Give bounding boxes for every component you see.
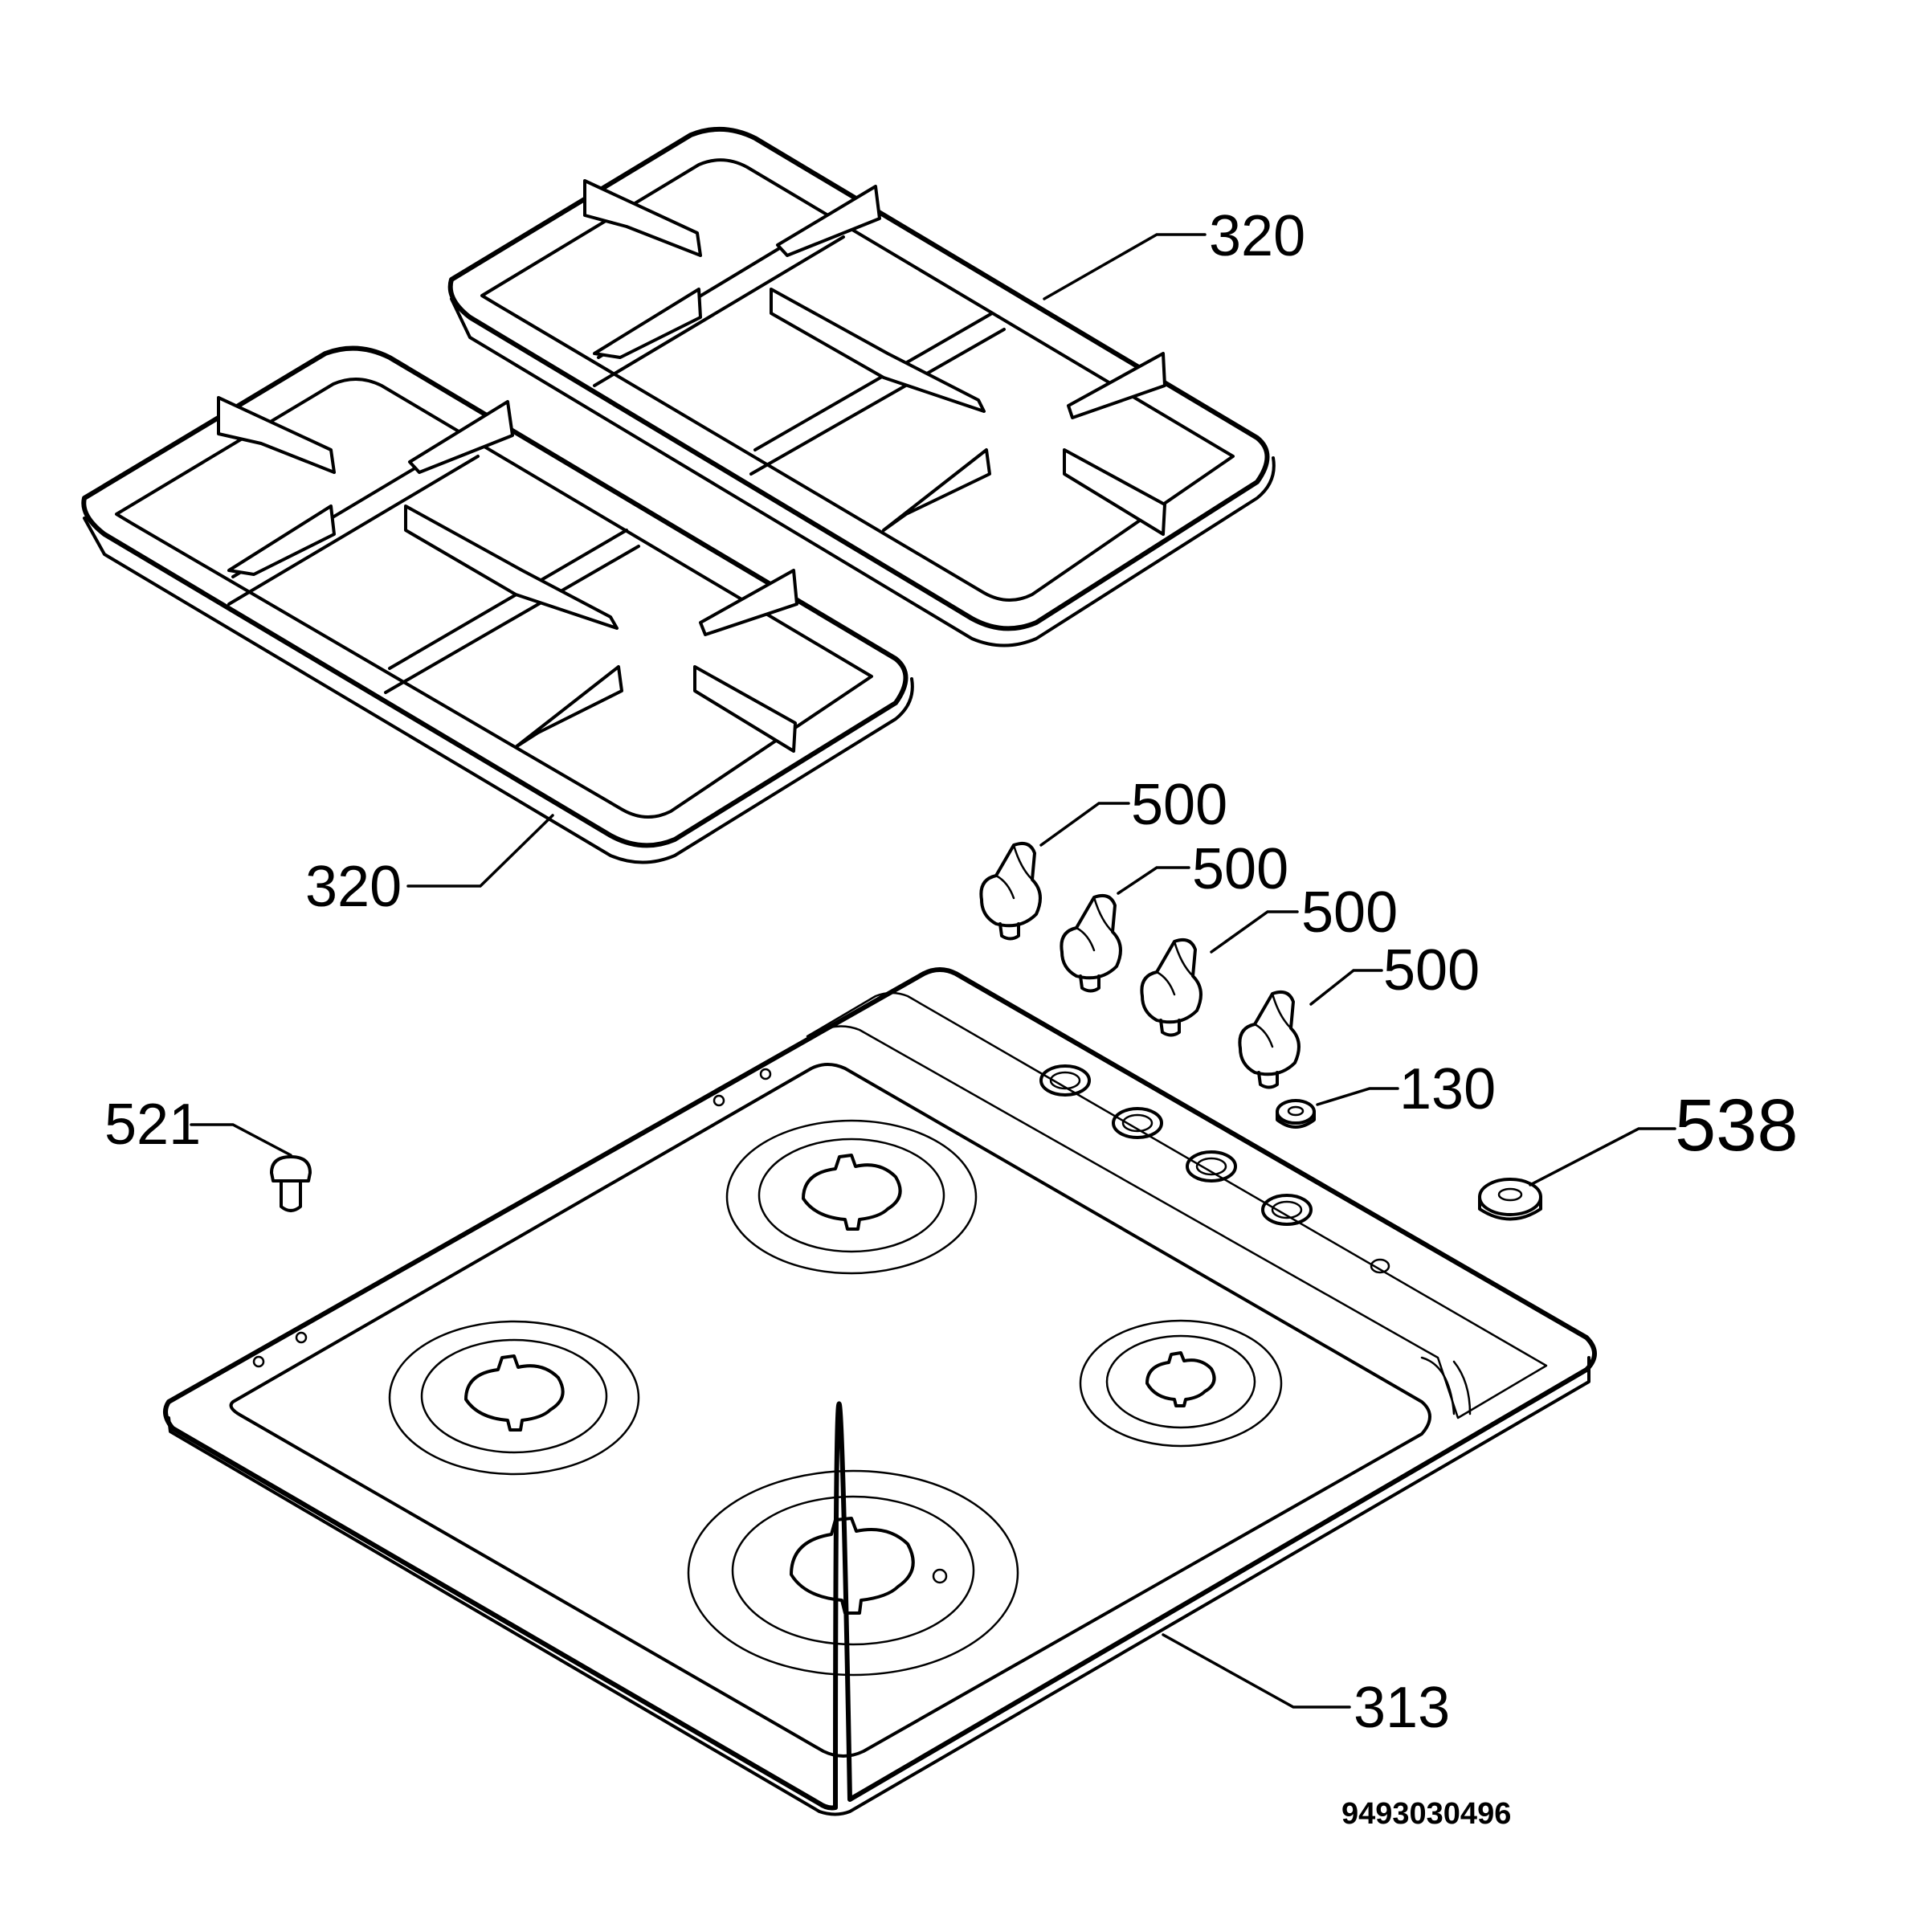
grate-upper-outer-frame — [447, 126, 1270, 631]
grate-lower-divider — [384, 529, 640, 694]
grate-upper-divider — [749, 312, 1006, 476]
burner-cutout — [790, 1517, 915, 1615]
grate-upper-frame-edge — [450, 297, 1276, 647]
control-hole-inner — [1195, 1157, 1227, 1176]
control-knob-1 — [979, 842, 1042, 941]
drawing-number: 9493030496 — [1341, 1797, 1511, 1831]
callout-labels: 320 320 500 500 500 500 130 538 521 313 … — [104, 204, 1799, 1831]
burner-front-left — [388, 1320, 640, 1476]
leader-knob-2 — [1117, 866, 1190, 895]
control-knob-2 — [1060, 894, 1122, 993]
ignition-hole — [1370, 1258, 1390, 1274]
hob-top-lower-lip — [167, 1356, 1590, 1816]
leader-knob-1 — [1039, 802, 1130, 847]
leader-screw — [190, 1123, 292, 1157]
hob-top-inner-border — [229, 1063, 1431, 1758]
burner-rear-left — [725, 1119, 978, 1275]
burner-cutout — [1145, 1351, 1216, 1407]
callout-knob-1: 500 — [1131, 773, 1227, 837]
callout-grate-upper: 320 — [1209, 204, 1305, 268]
control-knob-4 — [1238, 991, 1301, 1089]
screw — [270, 1155, 312, 1212]
grate-lower-inner-rail — [115, 377, 873, 819]
leader-knob-3 — [1210, 910, 1299, 954]
leader-washer — [1316, 1087, 1399, 1106]
burner-cutout — [802, 1154, 902, 1231]
callout-knob-3: 500 — [1301, 880, 1398, 945]
hob-top-strip-fold — [1420, 1356, 1472, 1415]
grate-upper-finger — [593, 288, 702, 359]
grate-lower-finger — [227, 504, 336, 576]
fixing-hole — [295, 1331, 308, 1344]
grate-lower-finger — [404, 504, 619, 630]
callout-ignition-button: 538 — [1675, 1084, 1799, 1166]
leader-grate-upper — [1043, 233, 1207, 300]
callout-knob-2: 500 — [1192, 837, 1288, 901]
callout-grate-lower: 320 — [305, 855, 402, 919]
grate-lower-finger — [217, 396, 336, 474]
control-hole-inner — [1271, 1200, 1303, 1219]
grate-upper-finger — [770, 288, 986, 413]
grate-lower-outer-frame — [81, 345, 909, 848]
hob-top-control-holes — [1039, 1064, 1390, 1274]
grate-lower-finger — [693, 665, 797, 753]
callout-hob-top: 313 — [1354, 1676, 1450, 1740]
control-knob-3 — [1140, 938, 1203, 1037]
leader-grate-lower — [406, 814, 554, 888]
callout-screw: 521 — [104, 1093, 201, 1157]
callout-knob-4: 500 — [1383, 938, 1480, 1003]
pan-support-grate-lower — [81, 345, 914, 864]
burner-cutout — [464, 1354, 565, 1432]
leader-lines — [190, 233, 1676, 1709]
grate-lower-finger — [408, 400, 514, 474]
hob-top-fixing-holes — [252, 1068, 772, 1368]
grate-upper-inner-rail — [480, 158, 1235, 602]
grate-upper-finger — [882, 448, 991, 532]
grate-lower-finger — [514, 665, 623, 749]
fixing-hole — [252, 1355, 265, 1368]
ignition-button — [1478, 1178, 1542, 1221]
grate-upper-finger — [1067, 352, 1166, 419]
grate-lower-frame-edge — [83, 517, 914, 864]
grate-upper-finger — [583, 179, 702, 257]
washer — [1276, 1099, 1316, 1129]
control-hole-inner — [1049, 1071, 1081, 1090]
control-hole — [1261, 1194, 1313, 1226]
fixing-hole — [759, 1068, 772, 1080]
leader-ignition-button — [1529, 1127, 1676, 1187]
leader-knob-4 — [1309, 969, 1383, 1006]
leader-hob-top — [1162, 1633, 1351, 1709]
control-hole — [1186, 1150, 1237, 1182]
burner-front-right — [687, 1469, 1019, 1677]
grate-upper-finger — [1063, 448, 1166, 536]
hob-top-outer-edge — [163, 967, 1597, 1811]
control-hole — [1039, 1064, 1091, 1097]
grate-lower-finger — [699, 569, 798, 636]
control-hole — [1112, 1107, 1163, 1139]
hob-top-plate — [163, 967, 1597, 1816]
grate-upper-finger — [776, 185, 881, 257]
burner-rear-right — [1079, 1319, 1283, 1448]
callout-washer: 130 — [1399, 1057, 1496, 1121]
pan-support-grate-upper — [447, 126, 1276, 647]
control-hole-inner — [1121, 1113, 1154, 1133]
fixing-hole — [713, 1094, 725, 1107]
